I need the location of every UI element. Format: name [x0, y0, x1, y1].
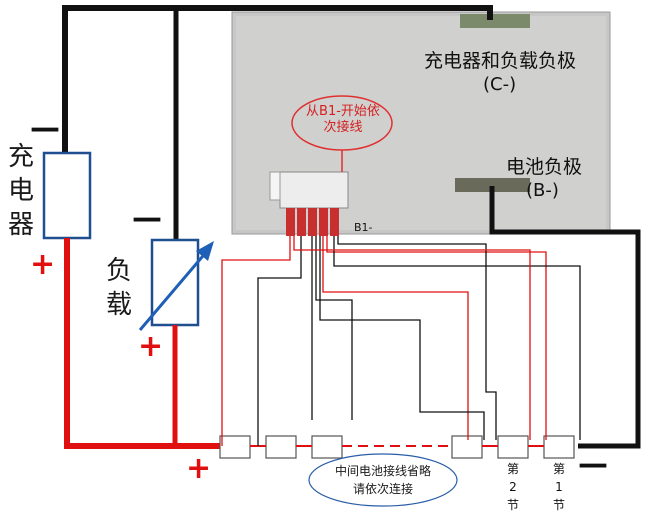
c-minus-pad [460, 14, 530, 28]
battery-plus: + [186, 451, 212, 486]
charger-box [42, 151, 92, 240]
cell-c [311, 435, 343, 459]
charger-plus: + [30, 247, 56, 282]
charger-label: 充电器 [7, 142, 34, 240]
cell-1 [543, 435, 575, 459]
note-top: 从B1-开始依次接线 [306, 104, 380, 135]
cell-1-label: 第1节 [552, 462, 565, 512]
load-box [150, 238, 200, 327]
cell-2-label: 第2节 [506, 462, 519, 512]
charger-plus-wire [64, 238, 220, 449]
bottom-note-ellipse [308, 453, 458, 507]
cell-d [451, 435, 483, 459]
load-arrow-head [196, 241, 214, 261]
b-minus-wire [489, 186, 641, 449]
b-minus-sublabel: (B-) [526, 180, 559, 201]
load-arrow-line [138, 249, 210, 331]
balance-wires [221, 236, 581, 446]
load-minus: — [132, 201, 162, 236]
note-bottom: 中间电池接线省略请依次连接 [334, 464, 431, 496]
load-plus: + [138, 329, 164, 364]
cell-b [265, 435, 297, 459]
connector-label: B1- [354, 221, 373, 234]
connector-housing [269, 171, 281, 201]
connector-pins [286, 208, 339, 236]
load-label: 负载 [105, 256, 132, 320]
battery-minus: — [578, 447, 608, 482]
b-minus-label: 电池负极 [506, 156, 583, 178]
c-minus-sublabel: (C-) [483, 74, 517, 95]
balance-connector [279, 171, 349, 209]
c-minus-wire [62, 5, 493, 155]
charger-minus: — [30, 111, 60, 146]
c-minus-label: 充电器和负载负极 [424, 50, 577, 72]
cells [219, 435, 575, 459]
cell-2 [497, 435, 529, 459]
b-minus-pad [455, 178, 530, 192]
cell-a [219, 435, 251, 459]
